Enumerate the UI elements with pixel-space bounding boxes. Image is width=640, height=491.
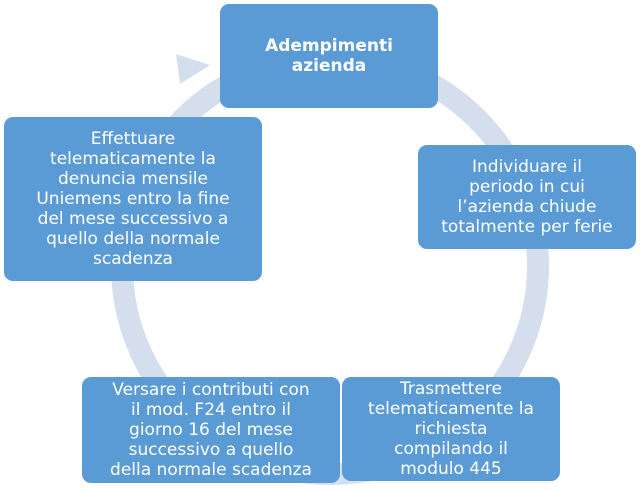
cycle-node-trasmettere-richiesta: Trasmettere telematicamente la richiesta… bbox=[342, 377, 560, 481]
cycle-node-individuare-periodo: Individuare il periodo in cui l’azienda … bbox=[418, 145, 636, 249]
cycle-node-adempimenti-azienda: Adempimenti azienda bbox=[220, 4, 438, 108]
cycle-arrowhead bbox=[176, 54, 210, 84]
cycle-node-versare-contributi: Versare i contributi con il mod. F24 ent… bbox=[82, 377, 340, 483]
cycle-node-effettuare-denuncia: Effettuare telematicamente la denuncia m… bbox=[4, 117, 262, 281]
